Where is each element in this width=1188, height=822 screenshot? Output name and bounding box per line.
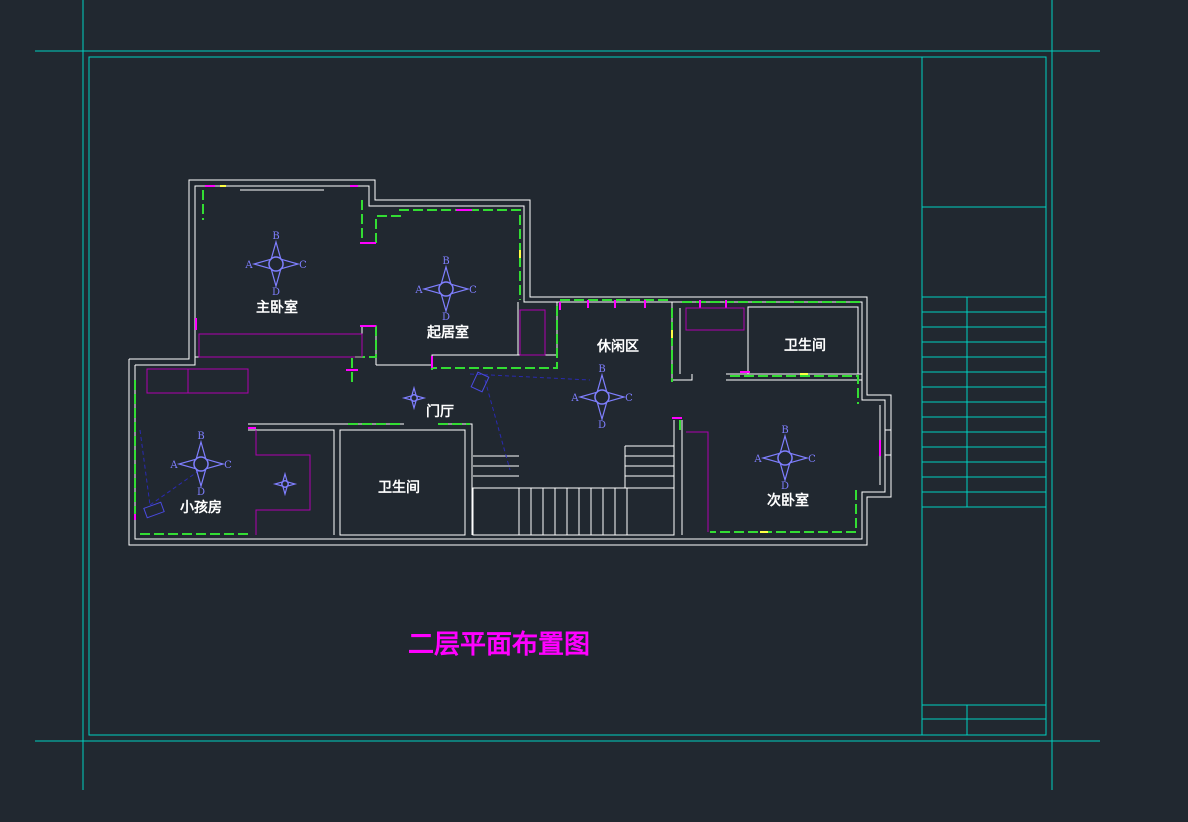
view-lines [139,373,591,506]
room-label-living-room: 起居室 [426,324,469,341]
room-label-kids-room: 小孩房 [180,499,222,516]
compass-letter: B [442,256,449,267]
compass-letter: D [272,287,280,298]
compass-ring [268,256,284,272]
outer-border [82,50,1053,742]
compass-star [251,239,301,289]
compass-letter: B [197,431,204,442]
compass-master-bedroom: B C D A [244,231,307,298]
compass-star [421,264,471,314]
compass-second-bedroom: B C D A [753,425,816,492]
compass-ring [281,480,289,488]
compass-ring [410,394,418,402]
room-label-second-bedroom: 次卧室 [767,492,809,509]
compass-star [176,439,226,489]
room-label-master-bedroom: 主卧室 [256,299,298,316]
room-label-bathroom-lower: 卫生间 [378,479,420,496]
room-label-leisure-area: 休闲区 [596,338,639,355]
bathroom-lower-outline [339,429,466,536]
compass-ring [777,450,793,466]
compass-leisure-area: B C D A [570,364,633,431]
compass-kids-room: B C D A [169,431,232,498]
compass-living-room: B C D A [414,256,477,323]
outer-wall [128,179,892,546]
compass-entry-hall [401,385,427,411]
compass-letter: D [197,487,205,498]
compass-letter: D [781,481,789,492]
compass-letter: C [469,285,477,296]
compass-letter: B [781,425,788,436]
compass-letter: C [299,260,307,271]
compass-letter: B [598,364,605,375]
compass-letter: A [753,454,762,465]
compass-letter: A [244,260,253,271]
compass-letter: C [808,454,816,465]
room-labels: 主卧室 起居室 休闲区 卫生间 门厅 小孩房 卫生间 次卧室 [180,299,826,516]
room-label-bathroom-upper: 卫生间 [784,337,826,354]
floor-plan [128,179,892,546]
room-label-entry-hall: 门厅 [426,403,454,420]
living-room-cabinet [519,309,546,356]
kids-room-wardrobe [146,368,249,394]
master-bedroom-cabinet [198,333,363,358]
outer-wall-inner [134,185,886,540]
compass-symbols: B C D A B C D A B C D A B C D A B C D A [169,231,816,498]
camera-marker-hall [470,371,490,393]
compass-letter: D [598,420,606,431]
compass-letter: D [442,312,450,323]
second-bedroom-wardrobe [686,431,709,532]
compass-ring [594,389,610,405]
compass-ring [193,456,209,472]
compass-letter: A [169,460,178,471]
compass-letter: B [272,231,279,242]
title-block [922,206,1046,735]
camera-marker-kids [143,501,165,519]
compass-ring [438,281,454,297]
compass-letter: A [414,285,423,296]
compass-letter: C [224,460,232,471]
drawing-area-border [88,56,923,736]
drawing-title: 二层平面布置图 [408,630,590,660]
wall-accents [134,185,881,535]
compass-kids-room-desk [272,471,298,497]
furniture [146,307,745,535]
compass-star [272,471,298,497]
kids-room-desk [255,430,311,535]
compass-star [401,385,427,411]
upper-bath-vanity [685,307,745,331]
stair-well [472,487,675,536]
sheet-frame [35,0,1100,790]
compass-letter: C [625,393,633,404]
compass-star [760,433,810,483]
compass-star [577,372,627,422]
compass-letter: A [570,393,579,404]
